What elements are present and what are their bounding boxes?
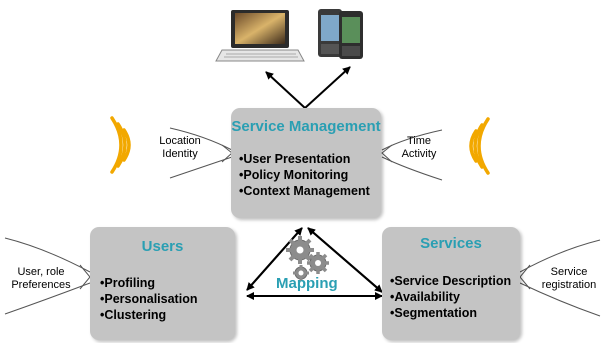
service-input-arrow — [519, 239, 601, 317]
services-list: •Service Description •Availability •Segm… — [390, 273, 511, 321]
user-role-preferences-label: User, role Preferences — [2, 266, 80, 292]
mapping-label: Mapping — [276, 275, 338, 292]
users-box: Users •Profiling •Personalisation •Clust… — [90, 227, 235, 340]
output-arrows — [265, 66, 351, 109]
list-item: •User Presentation — [239, 152, 351, 166]
service-registration-label: Service registration — [534, 266, 604, 292]
label-line: Preferences — [11, 279, 71, 291]
label-line: User, role — [17, 266, 65, 278]
list-item: •Context Management — [239, 184, 370, 198]
smartphone-icon — [339, 11, 363, 59]
service-management-list: •User Presentation •Policy Monitoring •C… — [239, 151, 370, 199]
list-item: •Service Description — [390, 274, 512, 288]
gears-icon — [286, 236, 329, 281]
location-identity-label: Location Identity — [150, 135, 210, 161]
signal-left-icon — [110, 116, 131, 174]
services-box: Services •Service Description •Availabil… — [382, 227, 520, 340]
service-management-title: Service Management — [231, 118, 381, 135]
users-list: •Profiling •Personalisation •Clustering — [100, 275, 197, 323]
list-item: •Availability — [390, 290, 460, 304]
label-line: Location — [159, 135, 201, 147]
laptop-icon — [215, 10, 305, 62]
service-management-box: Service Management •User Presentation •P… — [231, 108, 381, 218]
signal-right-icon — [469, 117, 490, 175]
list-item: •Segmentation — [390, 306, 478, 320]
list-item: •Policy Monitoring — [239, 168, 349, 182]
label-line: registration — [541, 279, 597, 291]
mapping-triangle — [246, 227, 383, 300]
users-title: Users — [141, 238, 184, 255]
time-input-arrow — [381, 129, 443, 181]
time-activity-label: Time Activity — [396, 135, 442, 161]
smartphone-icon — [318, 9, 342, 57]
list-item: •Clustering — [100, 308, 167, 322]
label-line: Identity — [162, 148, 198, 160]
label-line: Service — [550, 266, 588, 278]
list-item: •Personalisation — [100, 292, 198, 306]
services-title: Services — [420, 235, 482, 252]
label-line: Activity — [401, 148, 437, 160]
list-item: •Profiling — [100, 276, 156, 290]
label-line: Time — [406, 135, 432, 147]
